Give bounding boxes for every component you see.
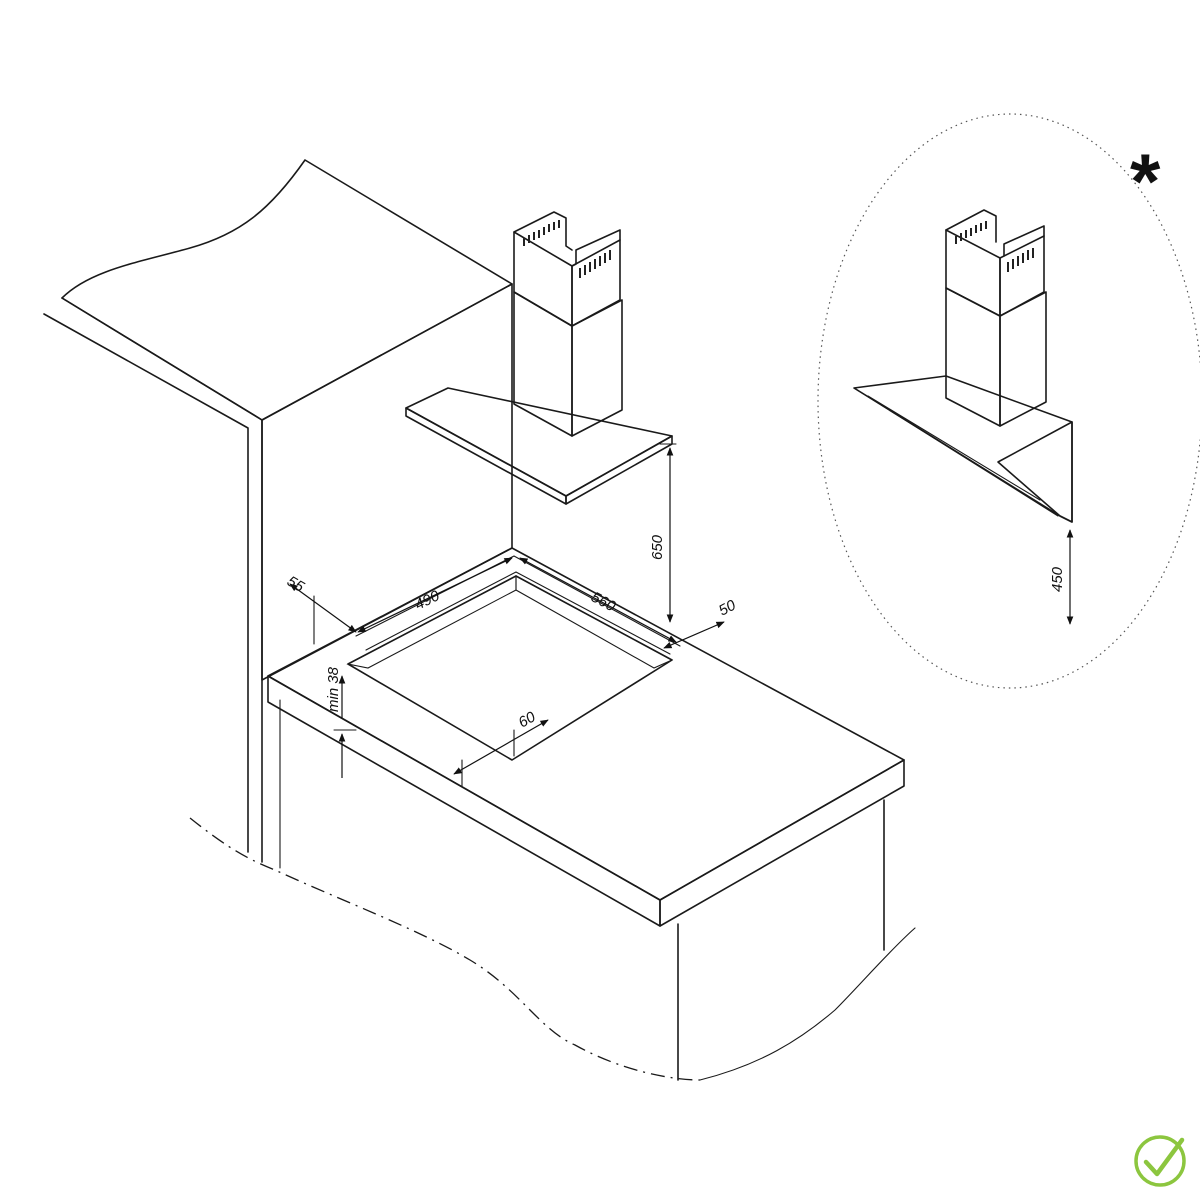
chimney-top-right	[571, 229, 621, 267]
dim-inset-height-label: 450	[1049, 566, 1066, 592]
inset-canopy-edge	[853, 387, 1059, 517]
inset-asterisk: *	[1130, 137, 1161, 225]
hood-canopy-top	[405, 387, 673, 497]
inset-chimney-upper-right	[999, 235, 1045, 317]
hob-cutout	[347, 575, 673, 761]
floor-break-line	[189, 817, 701, 1081]
cutout-outline-inner	[365, 571, 671, 655]
countertop-front-face	[267, 675, 661, 927]
chimney-upper-right	[571, 239, 621, 327]
dim-right-margin-label: 50	[716, 596, 739, 619]
inset-canopy-shade	[997, 421, 1073, 523]
wall-left-outline	[43, 313, 249, 853]
dim-front-margin-line	[453, 719, 549, 775]
inset-detail: * 450	[817, 113, 1200, 689]
dim-left-margin-label: 55	[284, 573, 308, 596]
inset-dotted-ellipse	[817, 113, 1200, 689]
dim-cutout-width-label: 560	[588, 589, 619, 616]
inset-vent-right	[1007, 248, 1034, 272]
dim-right-margin-line	[663, 621, 725, 649]
chimney-lower-left	[513, 291, 573, 437]
chimney-hood	[405, 211, 673, 505]
dim-cutout-width-line	[519, 557, 677, 643]
check-circle-icon	[1134, 1135, 1186, 1187]
countertop-right-face	[659, 759, 905, 927]
dim-cutout-depth-line	[357, 557, 513, 633]
countertop	[267, 547, 905, 1081]
inset-vent-left	[955, 221, 987, 244]
floor-break-line-right	[699, 927, 916, 1081]
hood-canopy-right	[565, 435, 673, 505]
inset-chimney-upper-left	[945, 229, 1001, 317]
dim-worktop-label: min 38	[325, 666, 342, 712]
wall-structure	[43, 159, 916, 1081]
countertop-top-face	[267, 547, 905, 901]
chimney-upper-left	[513, 231, 573, 327]
chimney-top-left	[513, 211, 573, 251]
cutout-outline	[355, 555, 681, 647]
wall-pillar-inner	[61, 297, 263, 863]
inset-chimney-lower-left	[945, 287, 1001, 427]
inset-chimney-top	[945, 209, 1045, 257]
wall-top-face	[61, 159, 513, 421]
dim-left-margin-line	[289, 583, 357, 633]
chimney-vent-right	[579, 250, 611, 278]
hood-canopy-front	[405, 407, 567, 505]
dim-cutout-depth-label: 490	[412, 587, 443, 614]
dim-hood-height-label: 650	[649, 534, 666, 560]
chimney-vent-left	[523, 220, 560, 246]
dim-front-margin-label: 60	[516, 708, 540, 731]
